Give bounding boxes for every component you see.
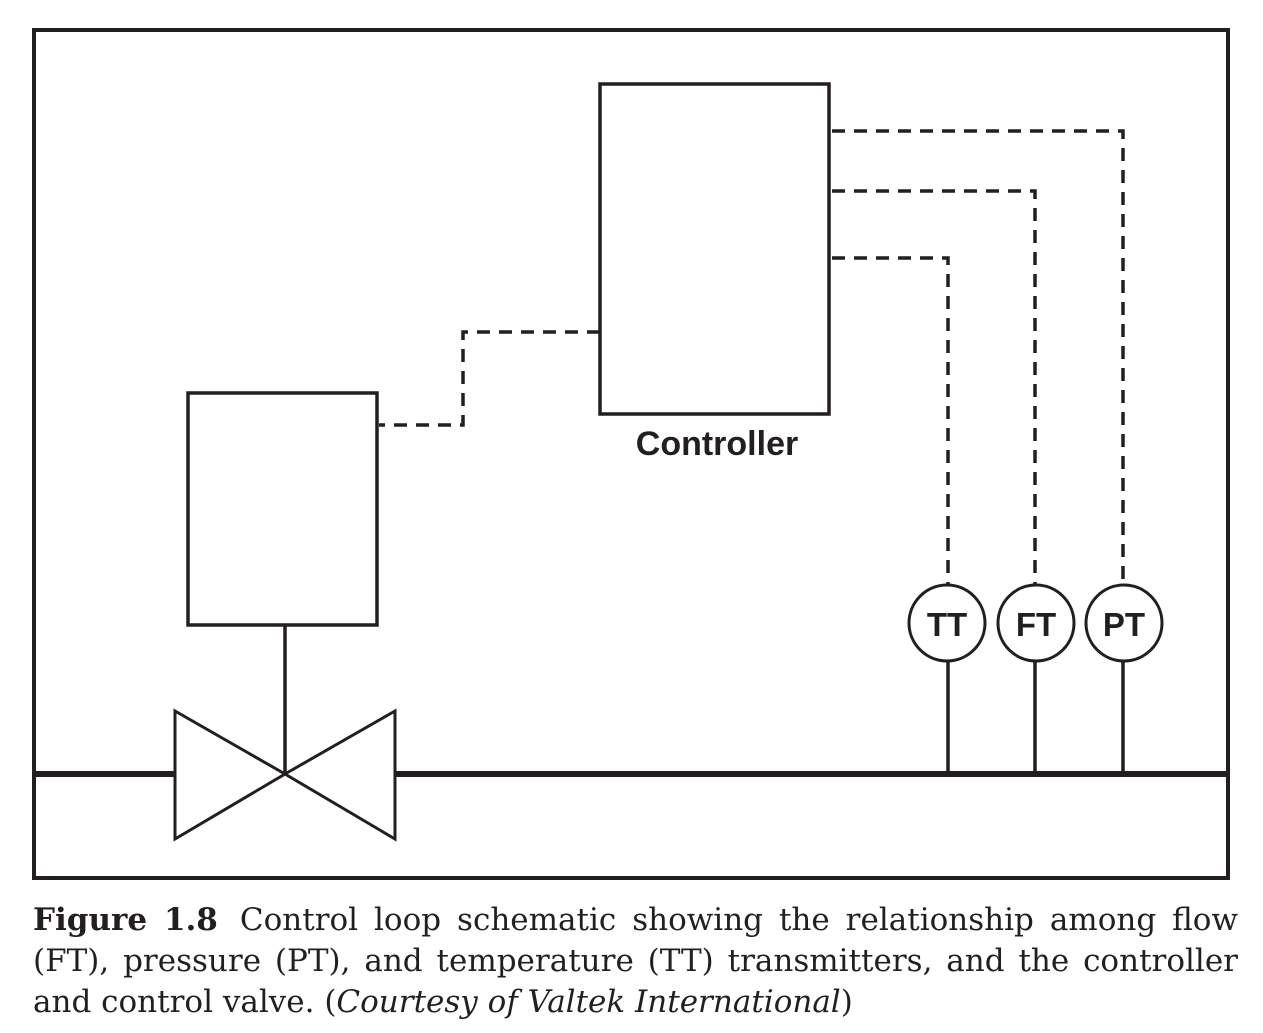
caption-courtesy: Courtesy of Valtek International	[336, 984, 841, 1020]
diagram-frame	[32, 28, 1230, 880]
ft-label: FT	[1016, 606, 1056, 643]
controller-label: Controller	[636, 425, 798, 463]
pt-label: PT	[1103, 606, 1145, 643]
control-valve-left-triangle	[173, 708, 288, 842]
tt-signal-line	[832, 256, 950, 584]
valve-actuator-box	[186, 391, 379, 627]
caption-text: Control loop schematic showing the relat…	[33, 902, 1239, 1020]
pt-signal-line	[832, 129, 1125, 584]
figure-number: Figure 1.8	[33, 902, 218, 938]
tt-label: TT	[927, 606, 967, 643]
flow-transmitter: FT	[996, 583, 1076, 663]
figure-caption: Figure 1.8 Control loop schematic showin…	[33, 900, 1238, 1023]
ft-signal-line	[832, 189, 1037, 584]
actuator-signal-line	[379, 330, 600, 427]
control-valve-right-triangle	[282, 708, 397, 842]
caption-closing: )	[840, 984, 853, 1020]
temperature-transmitter: TT	[907, 583, 987, 663]
pressure-transmitter: PT	[1084, 583, 1164, 663]
controller-box	[598, 82, 831, 416]
control-loop-diagram: Controller TT FT PT	[32, 28, 1230, 880]
